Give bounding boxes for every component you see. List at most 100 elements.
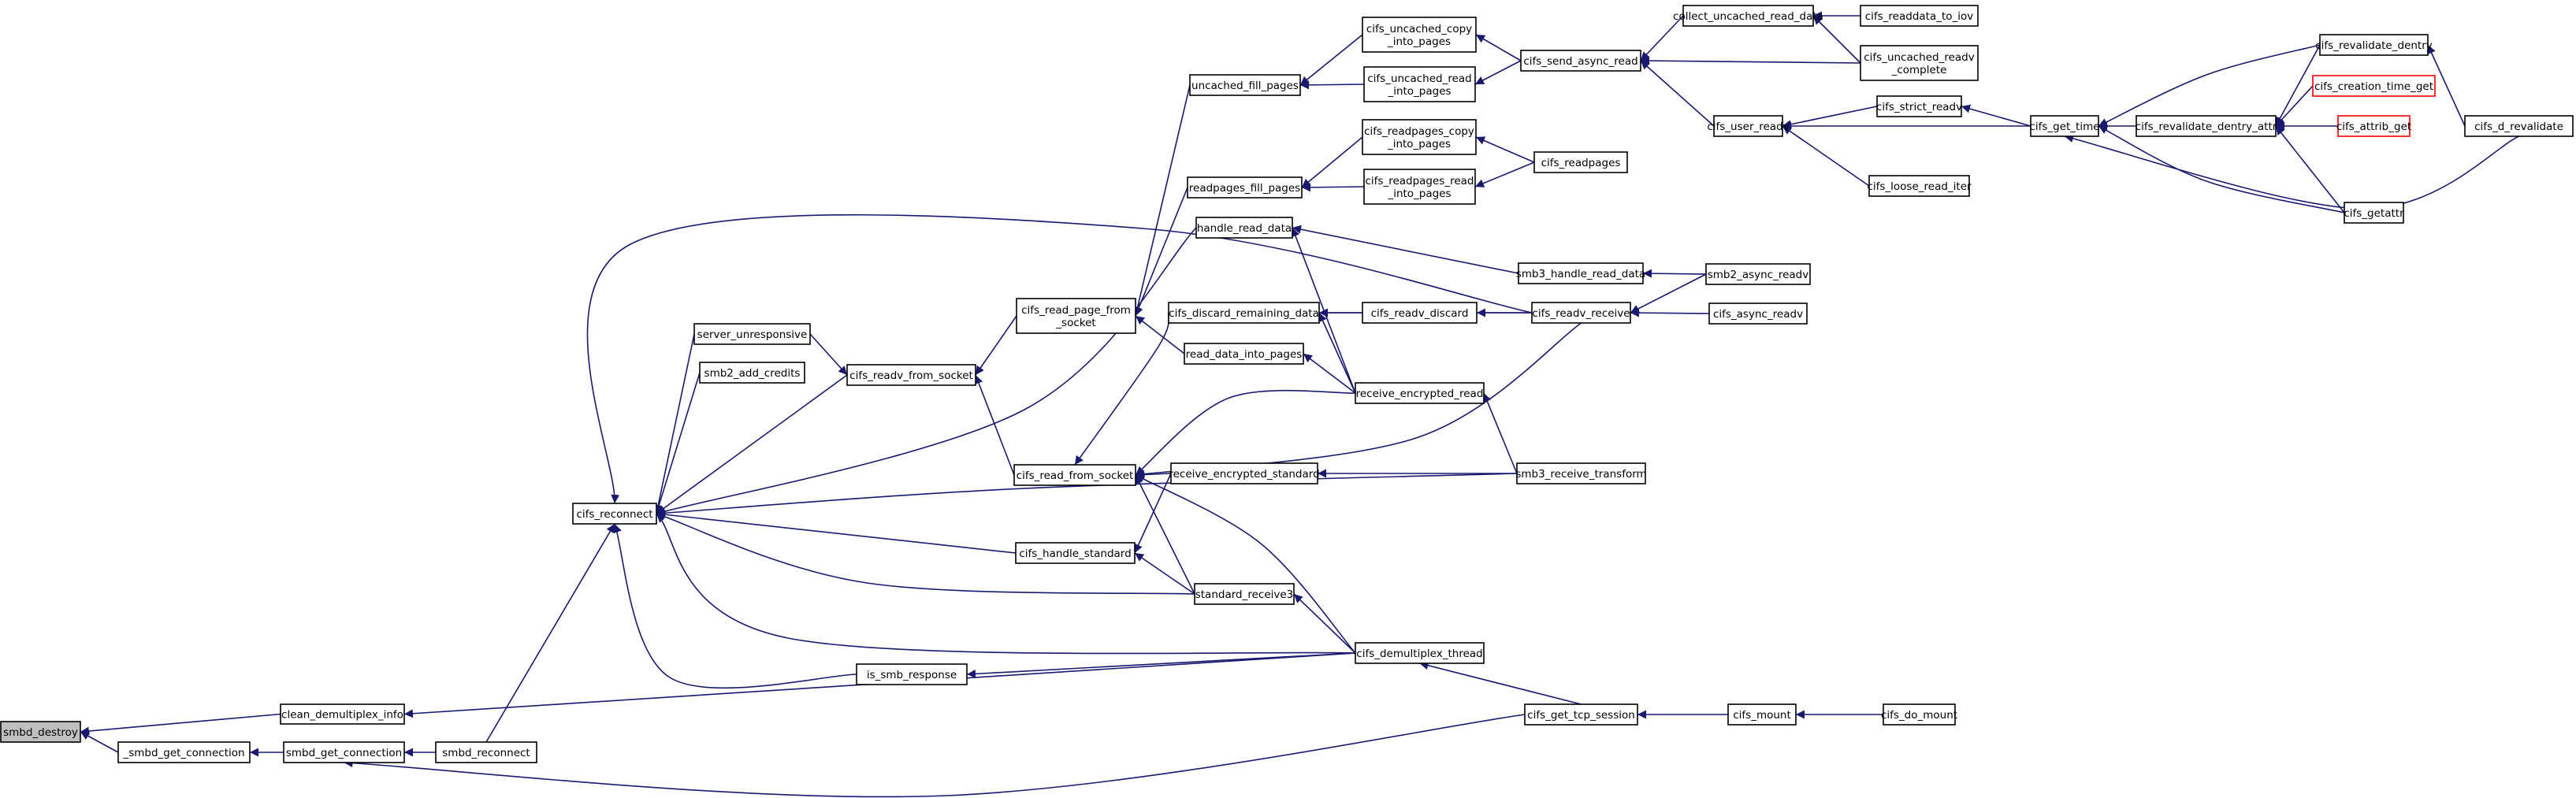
edge-receive_encrypted_read-to-cifs_discard_remaining_data xyxy=(1318,312,1356,394)
node-cifs-loose-read-iter[interactable]: cifs_loose_read_iter xyxy=(1867,175,1972,197)
edge-cifs_readv_from_socket-to-cifs_reconnect xyxy=(656,374,848,514)
edge-cifs_readpages-to-cifs_readpages_copy_into_pages xyxy=(1475,136,1535,163)
node-cifs-do-mount[interactable]: cifs_do_mount xyxy=(1881,703,1957,726)
node-cifs-readpages[interactable]: cifs_readpages xyxy=(1533,151,1628,173)
edge-cifs_getattr-to-cifs_revalidate_dentry_attr xyxy=(2275,125,2345,213)
node-cifs-read-from-socket[interactable]: cifs_read_from_socket xyxy=(1013,464,1136,486)
edge-_smbd_get_connection-to-smbd_destroy xyxy=(80,731,119,753)
edge-standard_receive3-to-cifs_read_from_socket xyxy=(1135,474,1195,595)
node-cifs-d-revalidate[interactable]: cifs_d_revalidate xyxy=(2464,115,2574,137)
node-cifs-creation-time-get[interactable]: cifs_creation_time_get xyxy=(2312,75,2436,97)
node-cifs-uncached-copy-into-pages[interactable]: cifs_uncached_copy_into_pages xyxy=(1362,17,1477,53)
node-box xyxy=(1362,17,1477,53)
node-receive-encrypted-standard[interactable]: receive_encrypted_standard xyxy=(1169,462,1320,484)
node-is-smb-response[interactable]: is_smb_response xyxy=(856,663,968,685)
node-label: receive_encrypted_standard xyxy=(1169,468,1319,481)
node-cifs-reconnect[interactable]: cifs_reconnect xyxy=(572,503,657,525)
edge-cifs_send_async_read-to-cifs_uncached_copy_into_pages xyxy=(1475,34,1522,61)
node-label: cifs_uncached_copy xyxy=(1366,23,1472,35)
node-cifs-strict-readv[interactable]: cifs_strict_readv xyxy=(1876,95,1962,117)
node-standard-receive3[interactable]: standard_receive3 xyxy=(1194,583,1295,605)
node-label: clean_demultiplex_info xyxy=(281,709,403,722)
node-smb2-async-readv[interactable]: smb2_async_readv xyxy=(1705,263,1811,285)
node-box xyxy=(1533,151,1628,173)
node-cifs-getattr[interactable]: cifs_getattr xyxy=(2344,202,2404,224)
node-label: _into_pages xyxy=(1387,138,1451,150)
edge-smb2_async_readv-to-smb3_handle_read_data xyxy=(1642,269,1707,278)
node-label: _complete xyxy=(1891,64,1947,76)
edge-cifs_read_from_socket-to-cifs_readv_from_socket xyxy=(974,374,1015,476)
node-smb3-receive-transform[interactable]: smb3_receive_transform xyxy=(1515,462,1647,484)
node-handle-read-data[interactable]: handle_read_data xyxy=(1195,217,1293,239)
edge-cifs_strict_readv-to-cifs_user_readv xyxy=(1782,106,1878,129)
node-cifs-read-page-from-socket[interactable]: cifs_read_page_from_socket xyxy=(1016,298,1136,334)
node-cifs-readpages-copy-into-pages[interactable]: cifs_readpages_copy_into_pages xyxy=(1362,119,1477,155)
node-label: read_data_into_pages xyxy=(1186,348,1303,361)
node-cifs-mount[interactable]: cifs_mount xyxy=(1727,703,1797,726)
node-cifs-discard-remaining-data[interactable]: cifs_discard_remaining_data xyxy=(1168,302,1320,324)
node-label: cifs_async_readv xyxy=(1713,308,1803,321)
node--smbd-get-connection[interactable]: _smbd_get_connection xyxy=(117,741,251,763)
node-box xyxy=(1187,176,1303,199)
node-uncached-fill-pages[interactable]: uncached_fill_pages xyxy=(1189,74,1301,96)
edge-cifs_demultiplex_thread-to-standard_receive3 xyxy=(1293,593,1356,654)
node-cifs-readdata-to-iov[interactable]: cifs_readdata_to_iov xyxy=(1860,5,1979,27)
node-label: cifs_readv_receive xyxy=(1532,307,1630,320)
node-label: cifs_uncached_read xyxy=(1367,72,1472,85)
node-box xyxy=(1708,302,1808,325)
node-readpages-fill-pages[interactable]: readpages_fill_pages xyxy=(1187,176,1303,199)
node-cifs-readv-receive[interactable]: cifs_readv_receive xyxy=(1531,302,1631,324)
node-cifs-handle-standard[interactable]: cifs_handle_standard xyxy=(1015,542,1136,564)
node-box xyxy=(1860,45,1979,81)
node-cifs-revalidate-dentry-attr[interactable]: cifs_revalidate_dentry_attr xyxy=(2136,115,2277,137)
node-box xyxy=(1016,298,1136,334)
node-label: smbd_get_connection xyxy=(286,747,402,759)
node-label: cifs_demultiplex_thread xyxy=(1356,648,1482,660)
edge-server_unresponsive-to-cifs_reconnect xyxy=(653,333,695,514)
node-box xyxy=(2312,75,2436,97)
node-box xyxy=(572,503,657,525)
edge-uncached_fill_pages-to-cifs_read_page_from_socket xyxy=(1133,84,1191,317)
node-collect-uncached-read-data[interactable]: collect_uncached_read_data xyxy=(1673,5,1823,27)
node-label: cifs_readpages_read xyxy=(1365,175,1474,187)
node-cifs-demultiplex-thread[interactable]: cifs_demultiplex_thread xyxy=(1355,642,1485,664)
edge-receive_encrypted_read-to-cifs_read_from_socket xyxy=(1135,389,1356,476)
node-read-data-into-pages[interactable]: read_data_into_pages xyxy=(1184,343,1304,365)
node-cifs-attrib-get[interactable]: cifs_attrib_get xyxy=(2336,115,2411,137)
node-cifs-get-time[interactable]: cifs_get_time xyxy=(2029,115,2100,137)
node-clean-demultiplex-info[interactable]: clean_demultiplex_info xyxy=(280,703,405,725)
node-cifs-user-readv[interactable]: cifs_user_readv xyxy=(1707,115,1790,137)
node-box xyxy=(2464,115,2574,137)
node-box xyxy=(1355,382,1485,404)
node-server-unresponsive[interactable]: server_unresponsive xyxy=(693,323,811,345)
node-cifs-readpages-read-into-pages[interactable]: cifs_readpages_read_into_pages xyxy=(1363,169,1476,205)
node-label: cifs_reconnect xyxy=(576,508,652,521)
edge-cifs_d_revalidate-to-cifs_revalidate_dentry xyxy=(2427,44,2466,127)
node-label: cifs_mount xyxy=(1733,709,1791,722)
node-cifs-revalidate-dentry[interactable]: cifs_revalidate_dentry xyxy=(2315,34,2433,56)
node-box xyxy=(1876,95,1962,117)
node-box xyxy=(1013,464,1136,486)
node-cifs-send-async-read[interactable]: cifs_send_async_read xyxy=(1520,50,1641,72)
node-smbd-get-connection[interactable]: smbd_get_connection xyxy=(283,741,405,763)
node-smb2-add-credits[interactable]: smb2_add_credits xyxy=(699,362,805,384)
node-cifs-readv-from-socket[interactable]: cifs_readv_from_socket xyxy=(846,364,976,386)
edge-cifs_revalidate_dentry-to-cifs_revalidate_dentry_attr xyxy=(2275,44,2321,127)
node-box xyxy=(1184,343,1304,365)
edge-cifs_get_time-to-cifs_strict_readv xyxy=(1961,104,2031,127)
node-cifs-async-readv[interactable]: cifs_async_readv xyxy=(1708,302,1808,325)
edge-cifs_revalidate_dentry-to-cifs_get_time xyxy=(2098,44,2321,127)
node-smbd-destroy[interactable]: smbd_destroy xyxy=(0,721,81,743)
node-cifs-uncached-read-into-pages[interactable]: cifs_uncached_read_into_pages xyxy=(1363,66,1476,102)
node-smb3-handle-read-data[interactable]: smb3_handle_read_data xyxy=(1516,262,1645,284)
node-cifs-readv-discard[interactable]: cifs_readv_discard xyxy=(1362,302,1478,324)
node-cifs-uncached-readv-complete[interactable]: cifs_uncached_readv_complete xyxy=(1860,45,1979,81)
edge-standard_receive3-to-cifs_reconnect xyxy=(656,512,1195,595)
node-box xyxy=(2136,115,2277,137)
node-receive-encrypted-read[interactable]: receive_encrypted_read xyxy=(1355,382,1485,404)
node-label: cifs_send_async_read xyxy=(1523,55,1637,68)
node-cifs-get-tcp-session[interactable]: cifs_get_tcp_session xyxy=(1524,703,1638,726)
node-smbd-reconnect[interactable]: smbd_reconnect xyxy=(435,741,537,763)
node-box xyxy=(1015,542,1136,564)
